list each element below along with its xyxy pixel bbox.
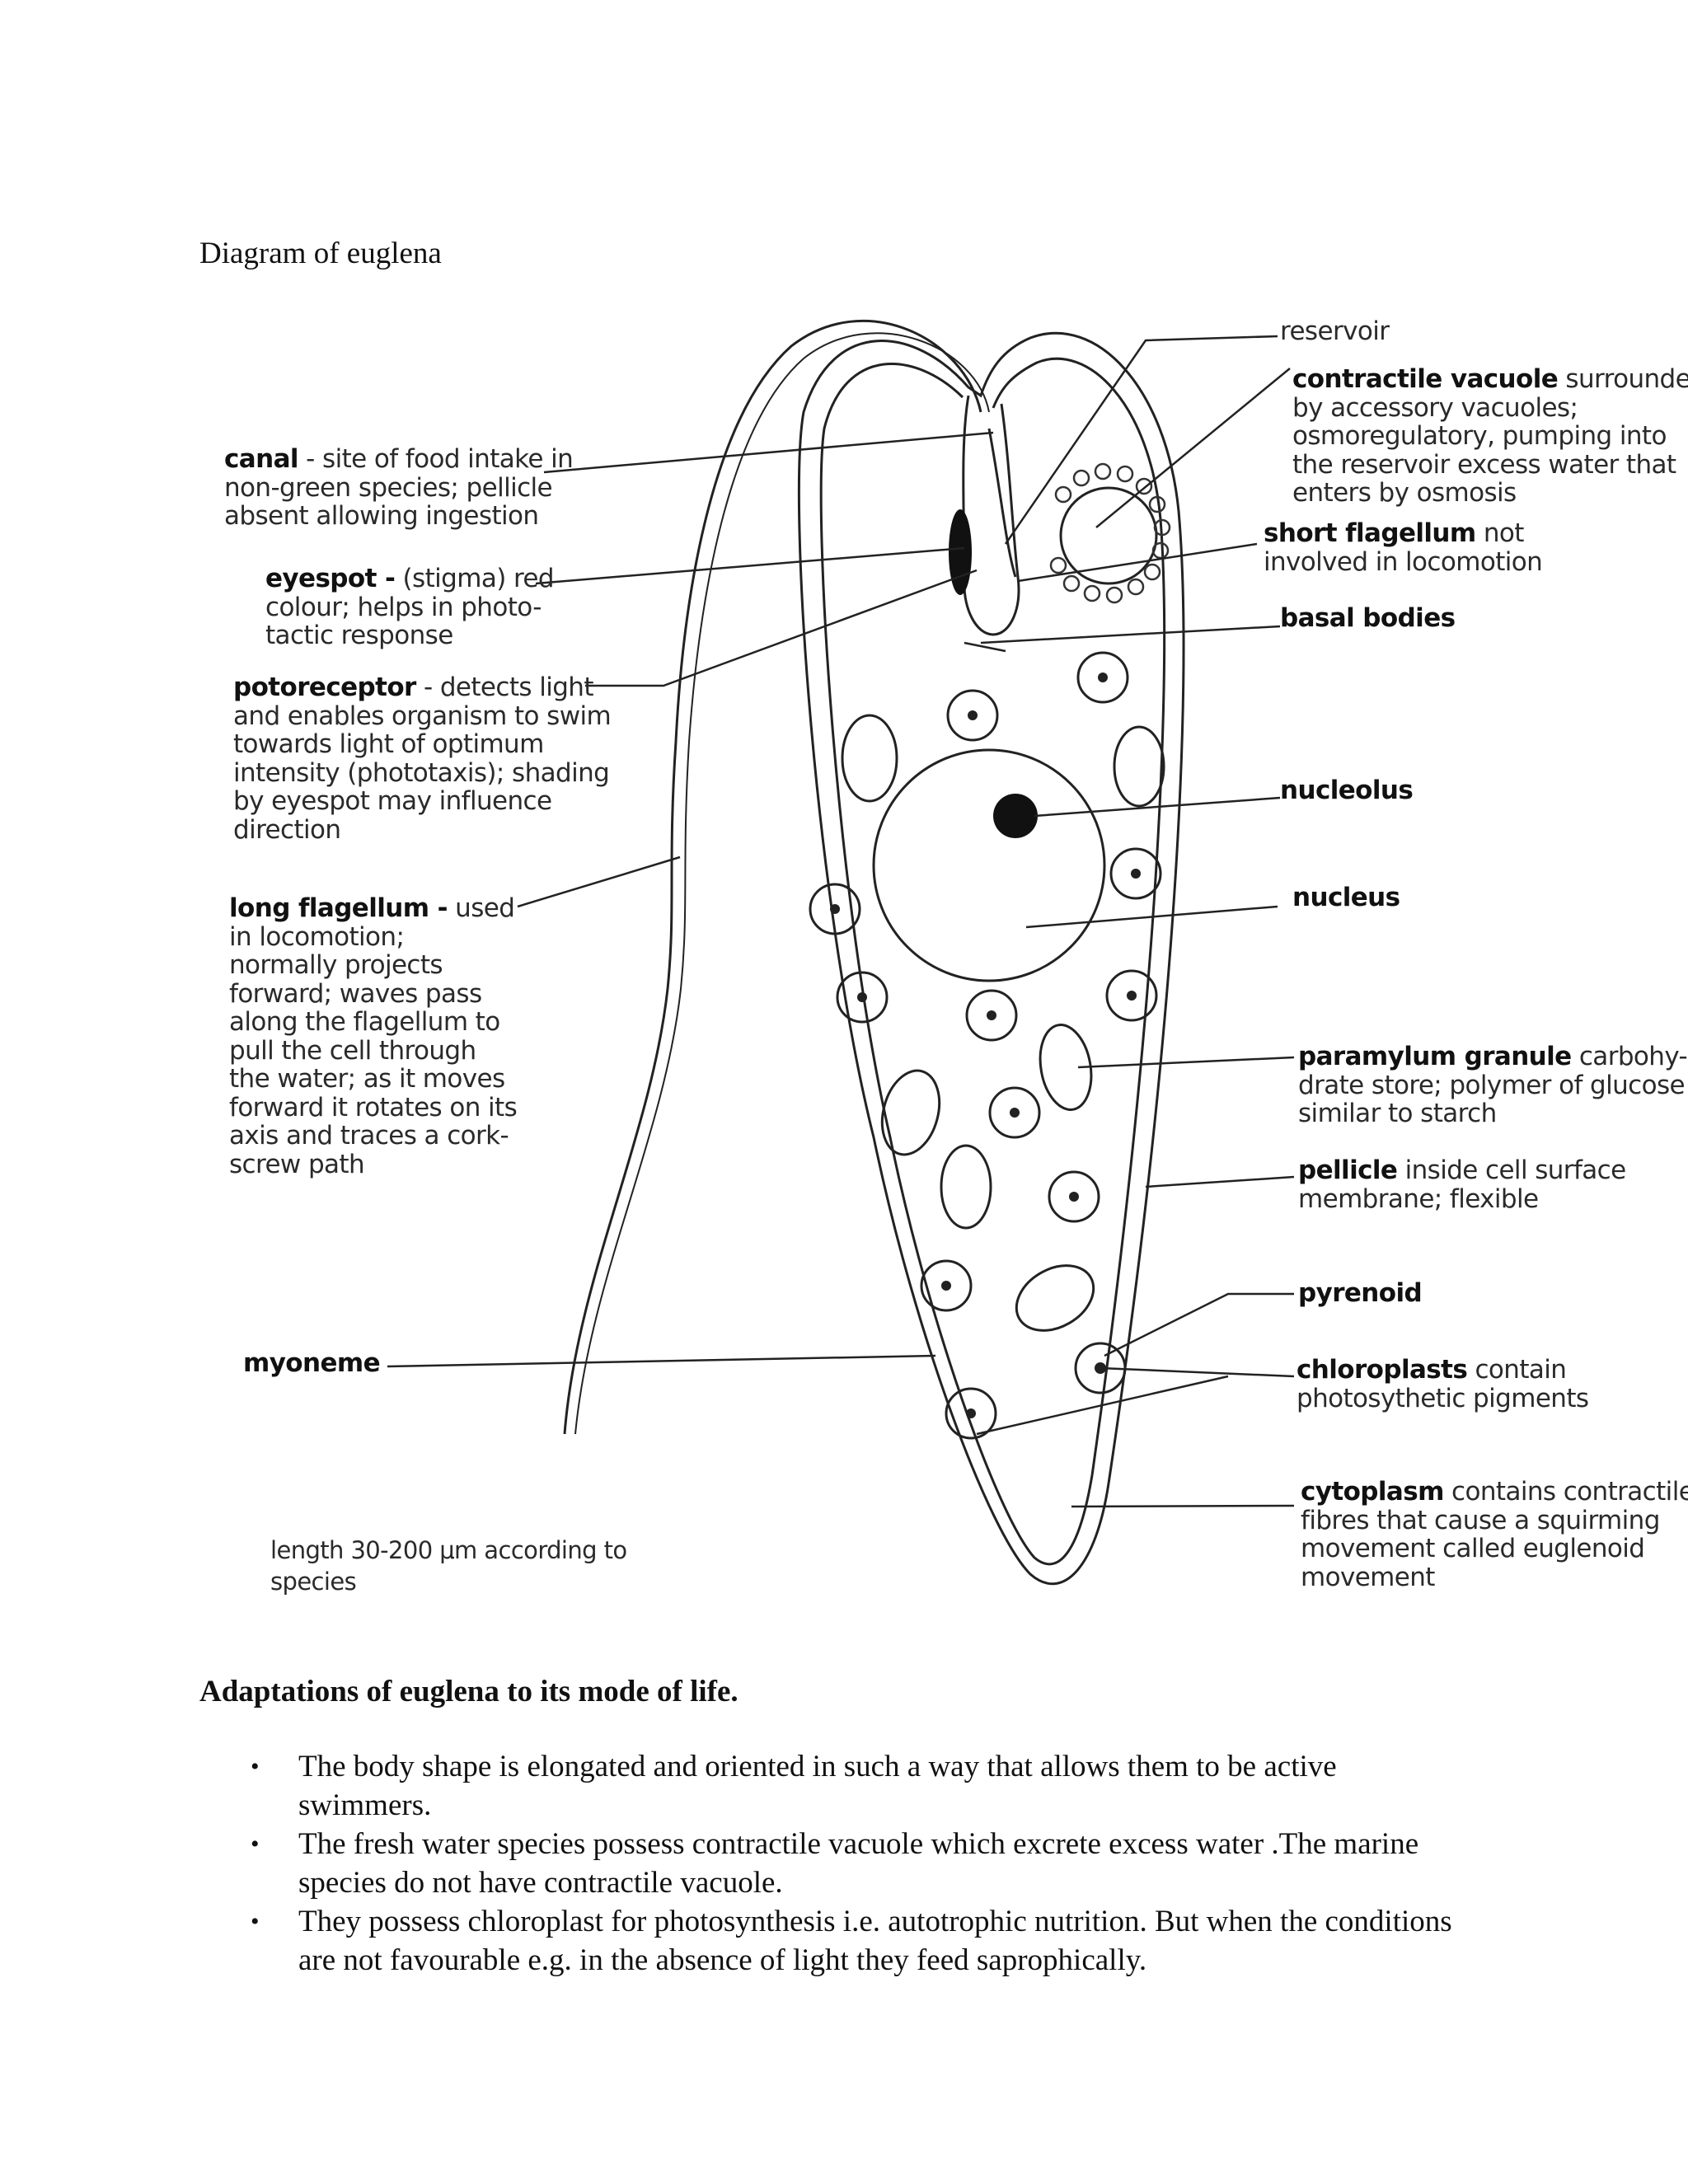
label-photoreceptor: potoreceptor - detects light and enables… (233, 673, 611, 844)
bullet-icon: • (251, 1747, 260, 1786)
contractile-vacuole (1061, 488, 1156, 583)
nucleolus (993, 794, 1038, 838)
list-item: •The fresh water species possess contrac… (199, 1825, 1452, 1902)
list-item: •The body shape is elongated and oriente… (199, 1747, 1452, 1825)
long-flagellum (565, 321, 981, 1434)
label-chloroplasts: chloroplasts contain photosythetic pigme… (1296, 1356, 1588, 1413)
label-cytoplasm: cytoplasm contains contractile fibres th… (1301, 1478, 1688, 1591)
section-heading: Adaptations of euglena to its mode of li… (199, 1674, 738, 1709)
label-eyespot: eyespot - (stigma) red colour; helps in … (265, 565, 554, 650)
label-short-flagellum: short flagellum not involved in locomoti… (1264, 519, 1542, 576)
bullet-icon: • (251, 1825, 260, 1863)
label-basal-bodies: basal bodies (1280, 604, 1455, 633)
reservoir-outline (964, 396, 1019, 635)
length-note: length 30-200 μm according to species (270, 1535, 627, 1597)
label-pyrenoid: pyrenoid (1298, 1279, 1422, 1308)
cell-body-outline (799, 333, 1184, 1584)
label-myoneme: myoneme (243, 1349, 380, 1378)
label-paramylum-granule: paramylum granule carbohy- drate store; … (1298, 1043, 1687, 1128)
label-reservoir: reservoir (1280, 317, 1389, 346)
pellicle-inner-line (821, 359, 1164, 1564)
adaptations-list: •The body shape is elongated and oriente… (199, 1747, 1452, 1980)
label-long-flagellum: long flagellum - used in locomotion; nor… (229, 894, 517, 1179)
label-pellicle: pellicle inside cell surface membrane; f… (1298, 1156, 1626, 1213)
label-nucleolus: nucleolus (1280, 776, 1413, 805)
label-canal: canal - site of food intake in non-green… (224, 445, 573, 531)
eyespot (949, 509, 972, 595)
nucleus (874, 750, 1104, 981)
bullet-icon: • (251, 1902, 260, 1941)
label-nucleus: nucleus (1292, 883, 1400, 912)
list-item: •They possess chloroplast for photosynth… (199, 1902, 1452, 1980)
label-contractile-vacuole: contractile vacuole surrounded by access… (1292, 365, 1688, 508)
